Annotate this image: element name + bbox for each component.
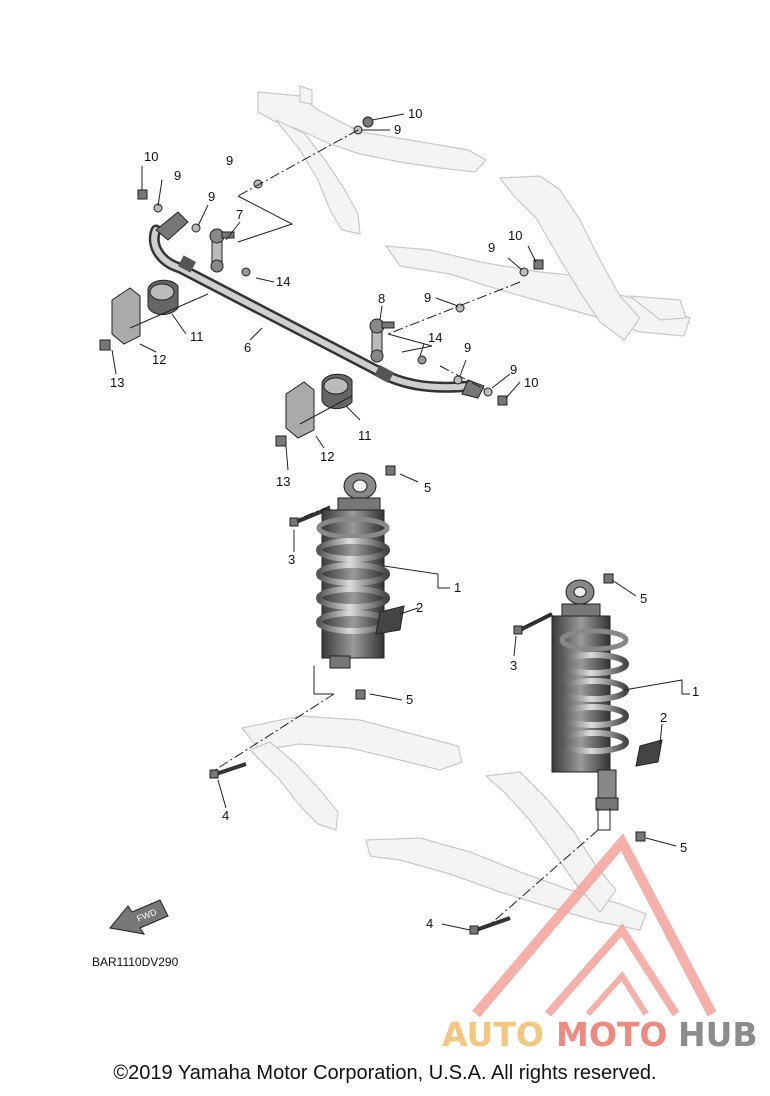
shock-absorber-left [316,472,405,669]
callout-5: 5 [680,840,687,855]
callout-5: 5 [640,591,647,606]
callout-10: 10 [144,149,158,164]
watermark-auto: AUTO [442,1015,544,1054]
callout-11: 11 [190,329,204,344]
callout-9: 9 [226,153,233,168]
callout-3: 3 [288,552,295,567]
watermark-moto: MOTO [556,1015,667,1054]
callout-10: 10 [408,106,422,121]
callout-4: 4 [222,808,229,823]
callout-8: 8 [378,291,385,306]
callout-1: 1 [692,684,699,699]
diagram-code: BAR1110DV290 [92,955,179,969]
callout-6: 6 [244,340,251,355]
stabilizer-bar [148,211,485,399]
callout-14: 14 [276,274,290,289]
callout-9: 9 [488,240,495,255]
lower-a-arm-ghost [240,715,647,931]
callout-5: 5 [424,480,431,495]
callout-4: 4 [426,916,433,931]
callout-10: 10 [524,375,538,390]
callout-2: 2 [660,710,667,725]
callout-13: 13 [110,375,124,390]
callout-9: 9 [208,189,215,204]
callout-7: 7 [236,207,243,222]
callout-9: 9 [394,122,401,137]
callout-12: 12 [320,449,334,464]
callout-12: 12 [152,352,166,367]
upper-a-arm-ghost [257,85,691,341]
shock-absorber-right [551,579,663,811]
automotohub-logo: AUTO MOTO HUB [442,833,758,1054]
fasteners [137,116,646,842]
bushing-holder-right [275,373,353,447]
callout-1: 1 [454,580,461,595]
callout-9: 9 [174,168,181,183]
callout-9: 9 [464,340,471,355]
callout-11: 11 [358,428,372,443]
callout-9: 9 [510,362,517,377]
stabilizer-link-7 [209,228,235,273]
stabilizer-link-8 [369,318,395,363]
copyright-notice: ©2019 Yamaha Motor Corporation, U.S.A. A… [113,1062,657,1084]
callout-13: 13 [276,474,290,489]
callout-2: 2 [416,600,423,615]
callout-numbers: 10 9 10 9 9 9 7 14 10 9 9 8 11 6 12 13 1… [110,106,699,931]
watermark-hub: HUB [678,1015,758,1054]
fwd-arrow: FWD [109,899,169,935]
callout-9: 9 [424,290,431,305]
callout-14: 14 [428,330,442,345]
leader-lines [111,113,690,931]
bushing-holder-left [99,279,179,351]
callout-3: 3 [510,658,517,673]
callout-10: 10 [508,228,522,243]
callout-5: 5 [406,692,413,707]
